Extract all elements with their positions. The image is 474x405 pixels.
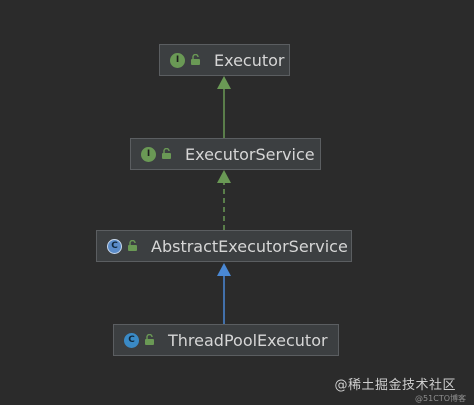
node-label: ExecutorService — [185, 144, 315, 164]
node-thread-pool-executor[interactable]: C ThreadPoolExecutor — [113, 324, 339, 356]
interface-icon: I — [141, 146, 156, 162]
node-label: ThreadPoolExecutor — [168, 330, 328, 350]
watermark-sub: @51CTO博客 — [415, 394, 466, 403]
class-icon: C — [124, 332, 139, 348]
node-executor[interactable]: I Executor — [159, 44, 290, 76]
node-label: Executor — [214, 50, 285, 70]
abstract-class-icon: C — [107, 238, 122, 254]
arrowhead-executorservice — [217, 170, 231, 183]
lock-icon — [127, 240, 139, 252]
node-executor-service[interactable]: I ExecutorService — [130, 138, 321, 170]
lock-icon — [190, 54, 202, 66]
watermark: @稀土掘金技术社区 — [334, 378, 456, 393]
node-label: AbstractExecutorService — [151, 236, 348, 256]
lock-icon — [161, 148, 173, 160]
arrowhead-executor — [217, 76, 231, 89]
interface-icon: I — [170, 52, 185, 68]
lock-icon — [144, 334, 156, 346]
arrowhead-abstractexecutorservice — [217, 263, 231, 276]
node-abstract-executor-service[interactable]: C AbstractExecutorService — [96, 230, 352, 262]
